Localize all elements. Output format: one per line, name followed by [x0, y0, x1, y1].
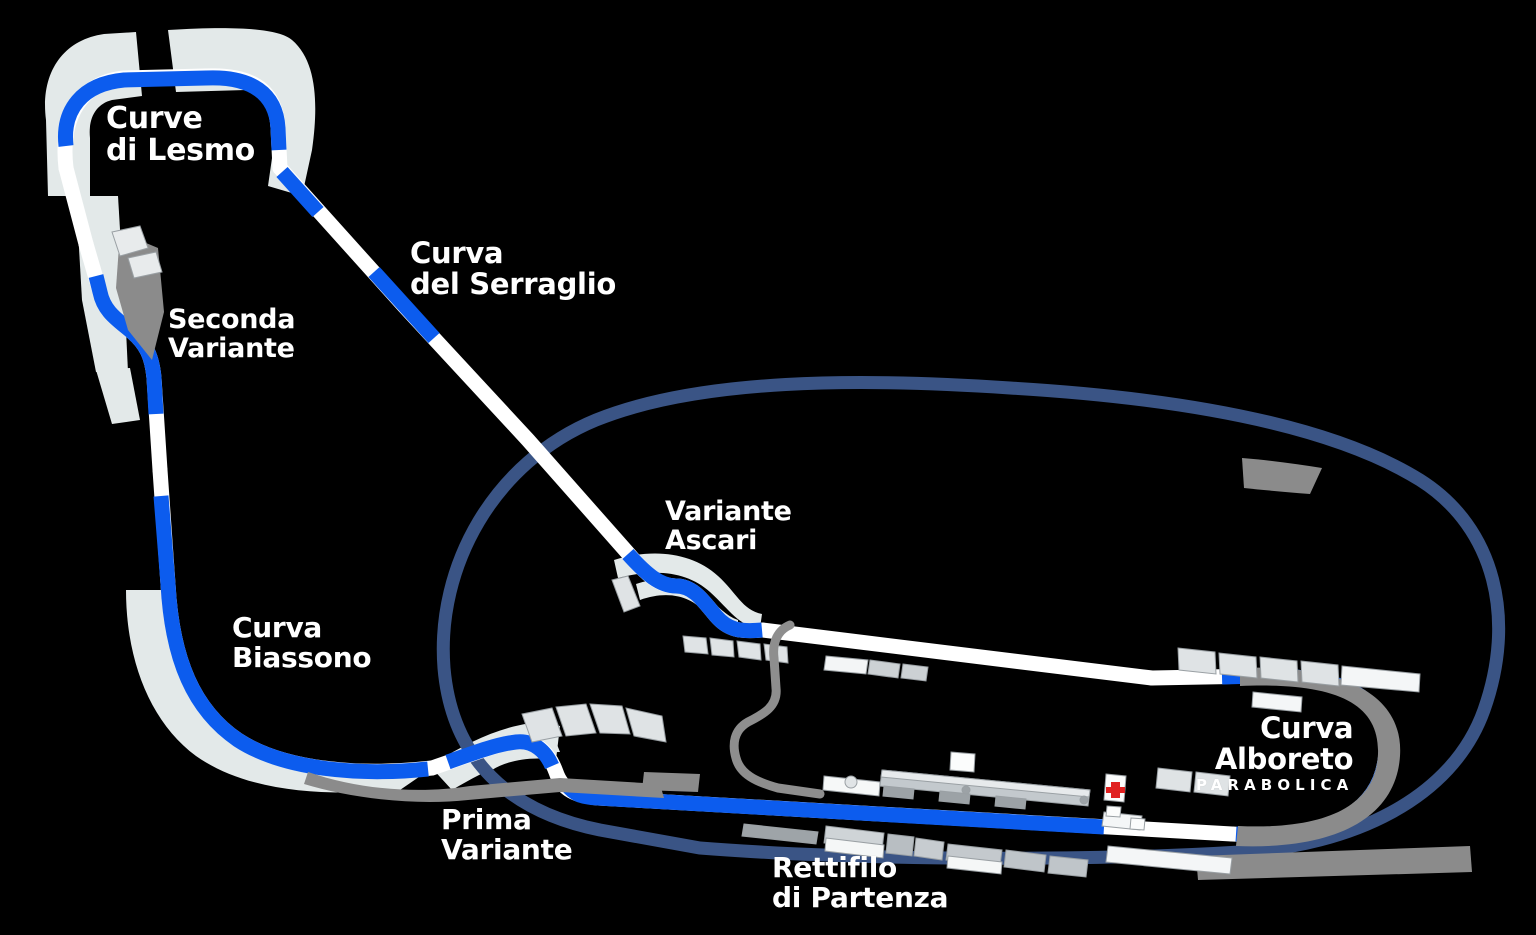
label-line-1: Prima [441, 803, 532, 836]
label-prima-variante: Prima Variante [441, 803, 573, 867]
label-line-1: Curve [106, 101, 203, 136]
oval-gravel-trap [1242, 458, 1322, 494]
parabolica-gravel-trap [1196, 667, 1472, 880]
label-seconda-variante: Seconda Variante [168, 305, 295, 363]
label-variante-ascari: Variante Ascari [665, 497, 792, 555]
label-rettifilo-di-partenza: Rettifilo di Partenza [772, 851, 949, 915]
label-curve-di-lesmo: Curve di Lesmo [106, 101, 255, 169]
label-curva-biassono: Curva Biassono [232, 611, 372, 675]
label-line-1: Seconda [168, 304, 296, 335]
label-line-1: Rettifilo [772, 851, 898, 884]
label-line-3: PARABOLICA [1196, 775, 1354, 794]
label-line-1: Variante [665, 496, 792, 527]
label-line-2: di Partenza [772, 881, 949, 915]
prima-variante-gravel-trap [304, 772, 700, 803]
label-line-1: Curva [410, 236, 504, 270]
label-line-2: Variante [441, 833, 573, 867]
label-curva-del-serraglio: Curva del Serraglio [410, 236, 616, 302]
label-line-2: del Serraglio [410, 267, 616, 302]
pit-lane [729, 620, 825, 799]
medical-center-cross-icon [1106, 782, 1125, 798]
label-line-2: Variante [168, 333, 295, 365]
label-line-2: Biassono [232, 641, 372, 675]
label-line-2: Ascari [665, 525, 758, 557]
label-line-1: Curva [1260, 711, 1354, 745]
label-line-1: Curva [232, 611, 323, 644]
gp-track-base [57, 68, 1394, 843]
old-oval-track [436, 376, 1506, 865]
label-curva-alboreto: Curva Alboreto PARABOLICA [1196, 711, 1354, 794]
gp-track-corner-accents [58, 70, 1394, 843]
label-line-2: Alboreto [1214, 742, 1354, 777]
paddock-buildings [741, 655, 1146, 878]
label-line-2: di Lesmo [106, 133, 255, 169]
